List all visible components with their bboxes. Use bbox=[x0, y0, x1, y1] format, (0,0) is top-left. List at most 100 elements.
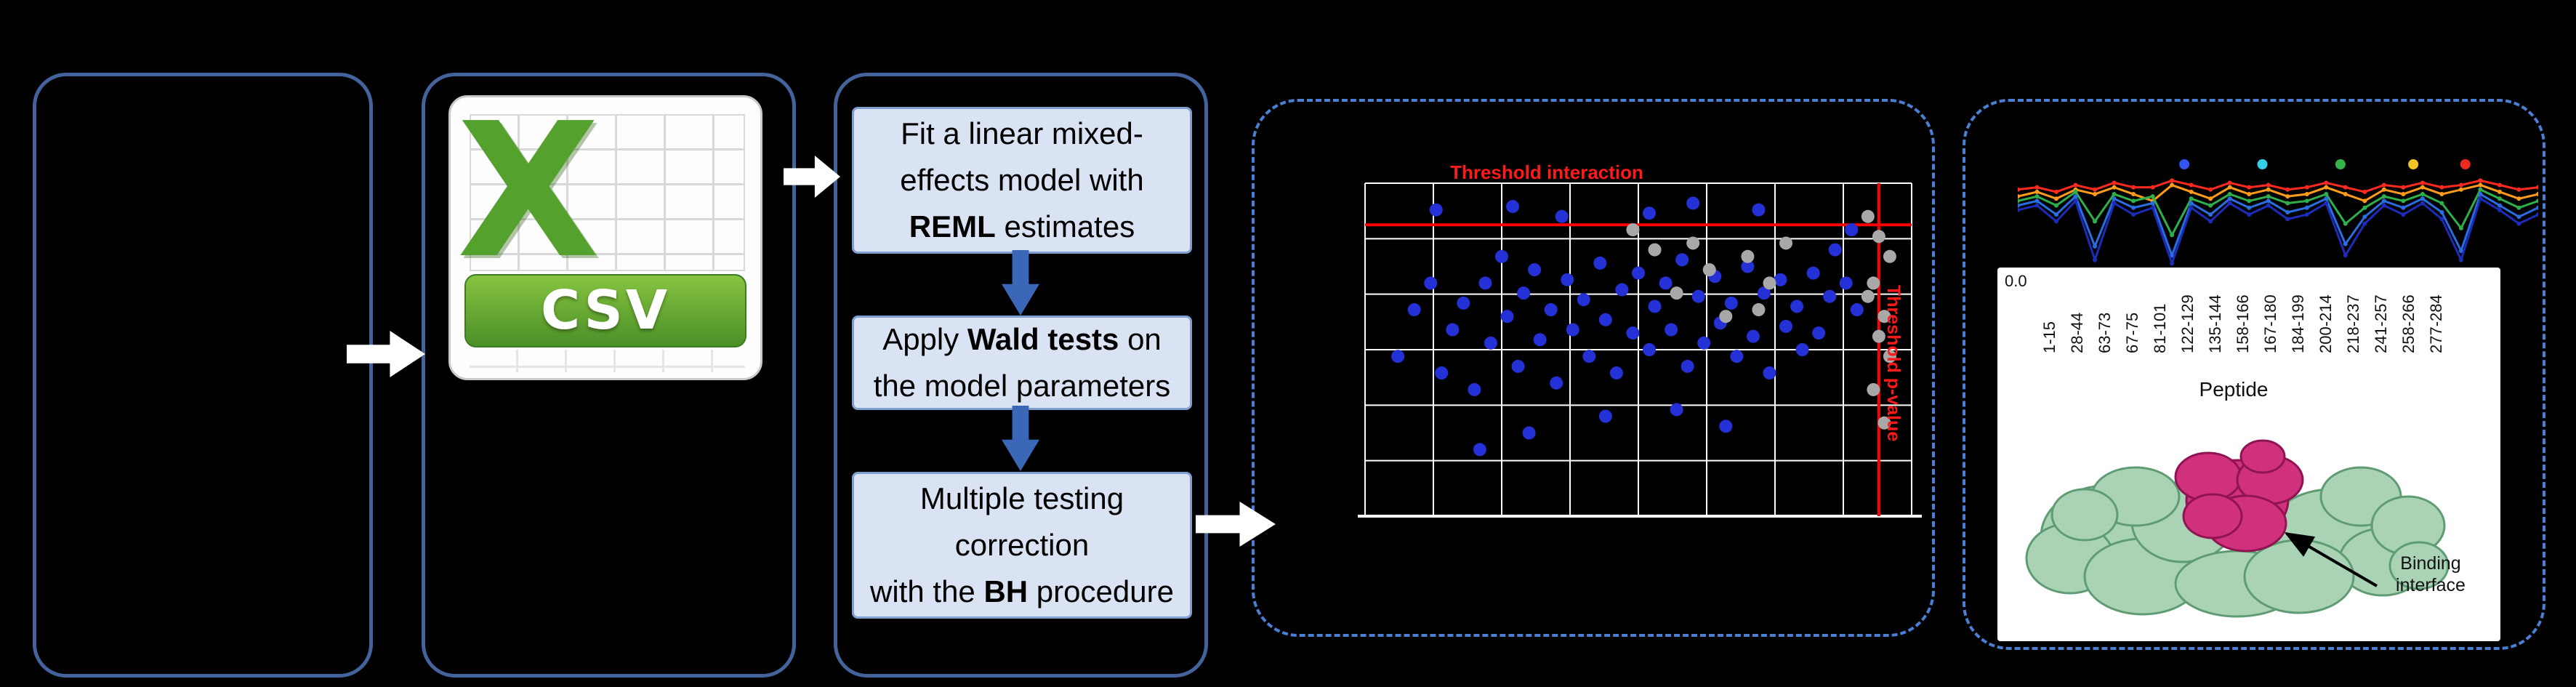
scatter-point-blue bbox=[1457, 296, 1470, 310]
scatter-point-blue bbox=[1506, 200, 1520, 214]
uptake-marker-navy bbox=[2516, 221, 2521, 226]
uptake-marker-blue bbox=[2362, 214, 2367, 220]
uptake-marker-green bbox=[2343, 221, 2348, 226]
scatter-point-blue bbox=[1533, 333, 1547, 347]
uptake-marker-green bbox=[2150, 194, 2155, 199]
uptake-marker-orange bbox=[2131, 192, 2136, 197]
uptake-marker-orange bbox=[2324, 185, 2329, 190]
uptake-marker-orange bbox=[2227, 185, 2232, 190]
peptide-tick-label: 277-284 bbox=[2427, 294, 2445, 353]
peptide-tick-label: 135-144 bbox=[2206, 294, 2224, 353]
scatter-point-grey bbox=[1867, 276, 1880, 290]
uptake-marker-navy bbox=[2439, 217, 2444, 222]
uptake-marker-orange bbox=[2497, 189, 2502, 194]
uptake-marker-red bbox=[2458, 182, 2463, 188]
uptake-line-orange bbox=[2018, 183, 2538, 203]
scatter-point-blue bbox=[1609, 366, 1623, 380]
scatter-point-grey bbox=[1872, 329, 1885, 343]
uptake-marker-red bbox=[2073, 182, 2078, 188]
uptake-marker-navy bbox=[2362, 221, 2367, 226]
legend-dot bbox=[2335, 159, 2346, 169]
scatter-point-blue bbox=[1741, 260, 1755, 273]
scatter-point-blue bbox=[1598, 313, 1612, 326]
text-line: Binding bbox=[2400, 553, 2461, 574]
scatter-point-blue bbox=[1577, 293, 1590, 307]
binding-interface-label: Binding interface bbox=[2364, 553, 2497, 596]
volcano-panel: Threshold interaction Threshold p-value bbox=[1252, 99, 1935, 637]
scatter-point-blue bbox=[1730, 350, 1744, 363]
uptake-marker-green bbox=[2401, 198, 2406, 204]
uptake-marker-blue bbox=[2285, 210, 2290, 214]
scatter-point-blue bbox=[1593, 256, 1607, 270]
uptake-marker-red bbox=[2304, 185, 2309, 190]
uptake-marker-green bbox=[2034, 194, 2040, 199]
uptake-marker-blue bbox=[2073, 194, 2078, 199]
uptake-marker-blue bbox=[2093, 244, 2098, 249]
scatter-point-blue bbox=[1686, 196, 1700, 210]
protein-structure-svg bbox=[2025, 439, 2450, 618]
scatter-point-grey bbox=[1872, 230, 1885, 244]
scatter-point-blue bbox=[1544, 303, 1558, 317]
scatter-point-grey bbox=[1883, 249, 1896, 263]
uptake-marker-red bbox=[2343, 185, 2348, 190]
uptake-marker-green bbox=[2131, 198, 2136, 204]
uptake-marker-red bbox=[2536, 185, 2538, 190]
uptake-marker-navy bbox=[2497, 207, 2502, 212]
y-axis-tick: 0.0 bbox=[2005, 272, 2027, 290]
uptake-marker-blue bbox=[2247, 205, 2252, 210]
peptide-axis-title: Peptide bbox=[2199, 378, 2269, 401]
text-line: Multiple testing bbox=[919, 481, 1124, 515]
uptake-marker-red bbox=[2227, 180, 2232, 185]
uptake-marker-orange bbox=[2112, 185, 2117, 190]
scatter-point-blue bbox=[1719, 419, 1733, 433]
uptake-marker-orange bbox=[2516, 196, 2521, 201]
scatter-point-grey bbox=[1861, 209, 1875, 223]
text-line: Apply Wald tests on bbox=[882, 322, 1162, 356]
csv-panel: X CSV bbox=[422, 73, 796, 678]
uptake-line-green bbox=[2018, 188, 2538, 238]
uptake-marker-green bbox=[2266, 194, 2271, 199]
uptake-marker-orange bbox=[2478, 182, 2483, 188]
uptake-marker-orange bbox=[2401, 192, 2406, 197]
scatter-point-blue bbox=[1779, 319, 1793, 333]
scatter-point-blue bbox=[1511, 359, 1525, 373]
peptide-tick-label: 81-101 bbox=[2151, 303, 2169, 353]
uptake-marker-navy bbox=[2189, 205, 2194, 210]
uptake-marker-green bbox=[2497, 196, 2502, 201]
scatter-point-blue bbox=[1495, 249, 1508, 263]
uptake-marker-red bbox=[2018, 187, 2020, 192]
uptake-marker-green bbox=[2285, 201, 2290, 206]
uptake-marker-blue bbox=[2478, 192, 2483, 197]
uptake-marker-orange bbox=[2189, 189, 2194, 194]
scatter-point-blue bbox=[1774, 273, 1787, 286]
uptake-marker-navy bbox=[2478, 196, 2483, 201]
scatter-point-blue bbox=[1670, 403, 1683, 417]
scatter-point-blue bbox=[1691, 289, 1705, 303]
uptake-marker-navy bbox=[2131, 212, 2136, 217]
uptake-marker-navy bbox=[2401, 212, 2406, 217]
arrow-down-icon bbox=[1002, 250, 1039, 316]
scatter-point-grey bbox=[1763, 276, 1776, 290]
peptide-tick-label: 218-237 bbox=[2344, 294, 2362, 353]
uptake-line-blue bbox=[2018, 192, 2538, 259]
uptake-marker-blue bbox=[2324, 196, 2329, 201]
scatter-point-grey bbox=[1670, 286, 1683, 300]
uptake-marker-blue bbox=[2227, 196, 2232, 201]
scatter-point-blue bbox=[1681, 359, 1694, 373]
uptake-marker-navy bbox=[2208, 219, 2213, 224]
uptake-marker-orange bbox=[2170, 182, 2175, 188]
scatter-point-blue bbox=[1478, 276, 1492, 290]
scatter-point-blue bbox=[1757, 286, 1771, 300]
uptake-marker-red bbox=[2420, 180, 2425, 185]
uptake-marker-navy bbox=[2247, 212, 2252, 217]
scatter-point-blue bbox=[1424, 276, 1438, 290]
threshold-pvalue-label: Threshold p-value bbox=[1883, 285, 1904, 442]
uptake-marker-red bbox=[2112, 180, 2117, 185]
csv-banner-label: CSV bbox=[464, 274, 746, 347]
uptake-marker-orange bbox=[2343, 192, 2348, 197]
uptake-marker-green bbox=[2439, 201, 2444, 206]
uptake-marker-green bbox=[2054, 203, 2059, 208]
stats-panel: Fit a linear mixed- effects model with R… bbox=[834, 73, 1208, 678]
uptake-marker-red bbox=[2054, 189, 2059, 194]
